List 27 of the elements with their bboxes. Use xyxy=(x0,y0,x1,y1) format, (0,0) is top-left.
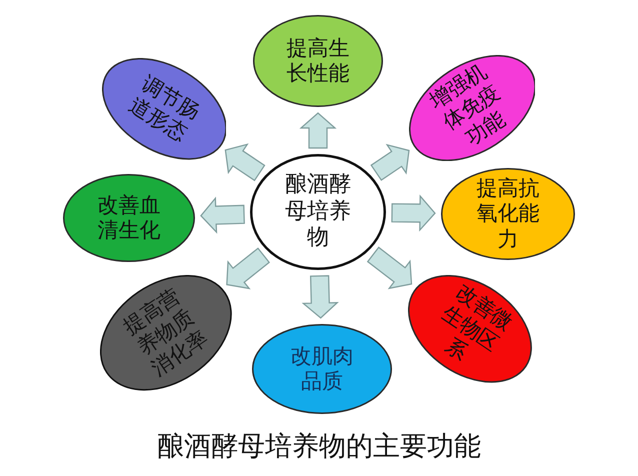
center-ellipse xyxy=(250,154,386,270)
function-ellipse xyxy=(100,275,232,391)
function-ellipse xyxy=(252,324,392,414)
function-ellipse xyxy=(441,168,575,260)
function-ellipse xyxy=(63,174,195,262)
node-text: 提高营养物质消化率 xyxy=(118,283,214,383)
block-arrow xyxy=(302,275,339,319)
block-arrow xyxy=(224,143,266,182)
node-text: 改善血清生化 xyxy=(96,192,162,244)
block-arrow xyxy=(200,196,245,234)
function-ellipse xyxy=(408,54,536,162)
block-arrow xyxy=(391,194,436,232)
diagram-title: 酿酒酵母培养物的主要功能 xyxy=(157,430,481,464)
block-arrow xyxy=(366,246,412,290)
function-ellipse xyxy=(253,15,383,107)
block-arrow xyxy=(299,112,337,149)
node-text: 增强机体免疫功能 xyxy=(424,58,511,152)
block-arrow xyxy=(370,144,410,181)
node-text: 调节肠道形态 xyxy=(124,70,205,148)
node-text: 提高生长性能 xyxy=(286,36,350,86)
block-arrow xyxy=(226,247,270,290)
node-text: 酿酒酵母培养物 xyxy=(284,172,352,252)
node-text: 改肌肉品质 xyxy=(290,344,354,394)
function-ellipse xyxy=(408,275,532,383)
node-text: 提高抗氧化能力 xyxy=(476,176,540,252)
node-text: 改善微生物区系 xyxy=(436,279,518,368)
function-ellipse xyxy=(102,58,226,160)
